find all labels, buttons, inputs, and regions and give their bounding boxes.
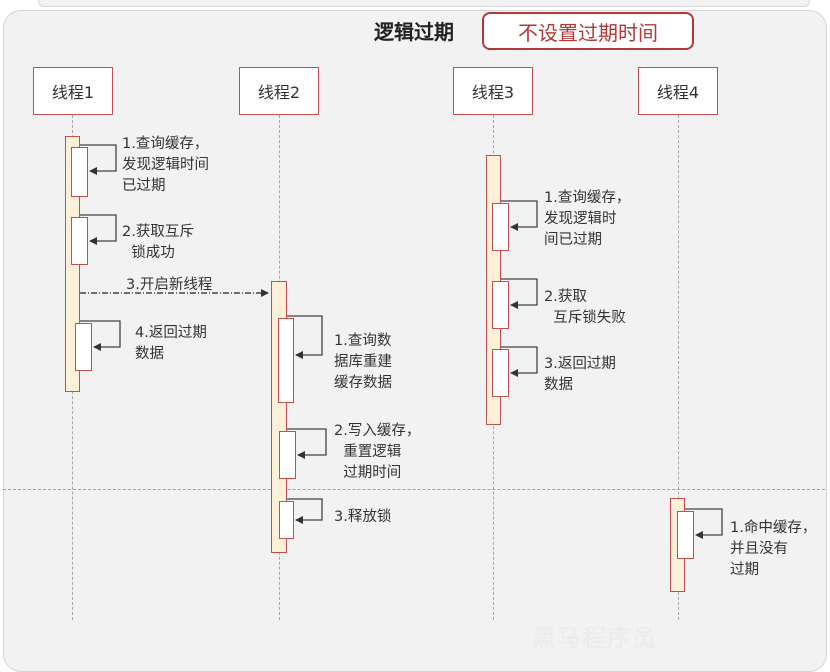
activation-t2-release	[279, 501, 294, 539]
note-t3-return: 3.返回过期 数据	[544, 356, 616, 393]
activation-t3-return	[492, 349, 509, 397]
activation-t3-lock-fail	[492, 281, 509, 329]
sequence-diagram: 逻辑过期 不设置过期时间 线程1 线程2 线程3 线程4	[3, 0, 827, 672]
self-arrow-t1-query	[80, 144, 117, 175]
note-t4-hit: 1.命中缓存， 并且没有 过期	[730, 520, 817, 578]
note-t3-lock-fail: 2.获取 互斥锁失败	[544, 289, 626, 326]
note-t2-rebuild: 1.查询数 据库重建 缓存数据	[334, 333, 392, 391]
self-arrow-t1-return	[80, 320, 121, 351]
lifeline-thread-4	[678, 115, 679, 620]
actor-thread-1: 线程1	[33, 67, 113, 115]
actor-thread-4: 线程4	[638, 67, 718, 115]
activation-t1-query	[71, 147, 88, 197]
self-arrow-t3-query	[501, 200, 538, 231]
self-arrow-t2-release	[287, 498, 323, 524]
diagram-title: 逻辑过期	[374, 20, 454, 44]
actor-thread-2: 线程2	[239, 67, 319, 115]
actor-thread-3: 线程3	[453, 67, 533, 115]
activation-t2-rebuild	[278, 318, 294, 403]
note-t2-write: 2.写入缓存， 重置逻辑 过期时间	[334, 423, 421, 481]
watermark-logo: 黑马程序员	[532, 624, 657, 652]
self-arrow-t1-lock	[80, 214, 117, 245]
activation-t4-hit	[677, 511, 694, 559]
self-arrow-t3-lock-fail	[501, 278, 538, 309]
note-t3-query: 1.查询缓存， 发现逻辑时 间已过期	[544, 190, 631, 248]
no-expiry-badge: 不设置过期时间	[482, 12, 694, 50]
self-arrow-t4-hit	[685, 508, 723, 539]
self-arrow-t2-write	[287, 428, 327, 459]
phase-divider	[3, 489, 825, 490]
activation-t3-query	[492, 203, 509, 251]
message-label-start-thread: 3.开启新线程	[126, 277, 213, 293]
arrows-layer	[80, 144, 723, 539]
note-t1-query: 1.查询缓存， 发现逻辑时间 已过期	[122, 136, 209, 194]
activation-t1-return	[75, 323, 92, 371]
self-arrow-t2-rebuild	[287, 315, 323, 359]
activation-t1-lock	[71, 217, 88, 265]
note-t1-lock: 2.获取互斥 锁成功	[122, 224, 194, 261]
note-t2-release: 3.释放锁	[334, 509, 392, 525]
note-t1-return: 4.返回过期 数据	[135, 325, 207, 362]
self-arrow-t3-return	[501, 346, 538, 377]
activation-t2-write	[279, 431, 296, 479]
